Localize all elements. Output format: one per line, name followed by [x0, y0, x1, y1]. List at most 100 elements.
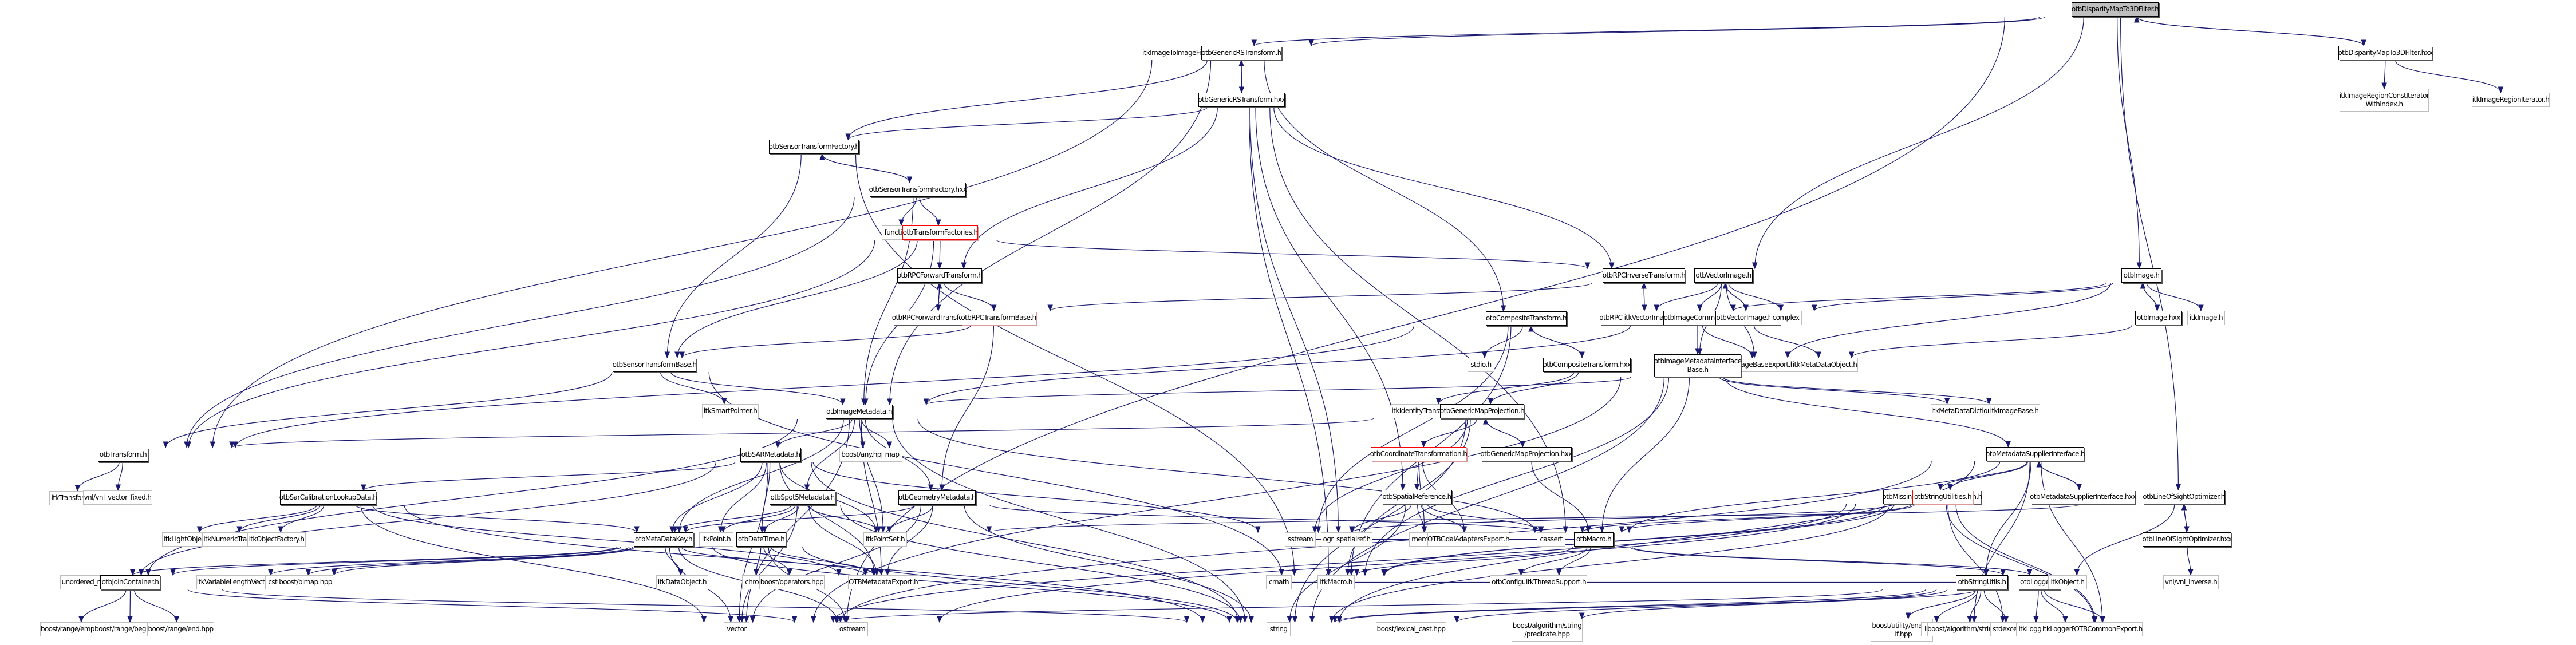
edge-arrowhead	[842, 616, 848, 623]
graph-node[interactable]: otbStringUtilities.h	[1912, 490, 1973, 504]
graph-edge	[2041, 461, 2103, 623]
graph-node[interactable]: otbLineOfSightOptimizer.h	[2143, 490, 2225, 504]
graph-node[interactable]: otbCoordinateTransformation.h	[1370, 447, 1468, 461]
edge-arrowhead	[1488, 398, 1493, 405]
graph-node: ostream	[837, 622, 868, 636]
graph-edge	[212, 60, 1153, 448]
graph-node[interactable]: otbSensorTransformFactory.hxx	[869, 183, 967, 197]
graph-node[interactable]: otbSensorTransformBase.h	[613, 358, 697, 372]
graph-node[interactable]: otbGenericRSTransform.h	[1201, 46, 1281, 60]
graph-node[interactable]: otbGeometryMetadata.h	[898, 490, 976, 505]
graph-edge	[1722, 377, 1990, 405]
graph-node[interactable]: otbRPCInverseTransform.h	[1603, 268, 1686, 283]
edge-arrowhead	[886, 526, 892, 533]
edge-arrowhead	[1454, 616, 1459, 623]
edge-arrowhead	[1354, 569, 1360, 576]
graph-edge	[165, 371, 613, 448]
edge-arrowhead	[875, 526, 882, 533]
edge-arrowhead	[1528, 325, 1534, 332]
graph-edge	[188, 239, 875, 448]
graph-node[interactable]: otbRPCForwardTransform.h	[897, 268, 983, 283]
graph-edge	[808, 504, 877, 576]
graph-edge	[674, 504, 792, 533]
graph-node[interactable]: otbDisparityMapTo3DFilter.h	[2072, 2, 2159, 17]
edge-arrowhead	[1532, 526, 1538, 533]
graph-edge	[77, 461, 120, 492]
graph-node[interactable]: otbImage.hxx	[2135, 311, 2182, 325]
graph-edge	[1581, 589, 1948, 619]
graph-node[interactable]: otbImageMetadata.h	[826, 405, 893, 419]
graph-node[interactable]: otbTransform.h	[98, 448, 148, 462]
graph-node[interactable]: otbVectorImage.hxx	[1715, 311, 1780, 325]
graph-edge	[1733, 282, 2106, 311]
graph-node[interactable]: otbDisparityMapTo3DFilter.hxx	[2338, 46, 2433, 60]
graph-edge	[1986, 461, 2031, 576]
edge-arrowhead	[2198, 304, 2204, 312]
graph-node: boost/bimap.hpp	[278, 575, 333, 589]
edge-arrowhead	[898, 219, 904, 227]
graph-node[interactable]: otbTransformFactories.h	[902, 225, 978, 240]
edge-arrowhead	[939, 484, 945, 492]
graph-node[interactable]: otbSARMetadata.h	[740, 448, 801, 462]
graph-edge	[307, 546, 633, 576]
graph-node[interactable]: otbSarCalibrationLookupData.h	[279, 490, 377, 505]
graph-node[interactable]: otbSpatialReference.h	[1382, 490, 1452, 504]
graph-node[interactable]: otbSpot5Metadata.h	[770, 490, 835, 505]
edge-arrowhead	[1292, 616, 1298, 623]
graph-edge	[270, 546, 630, 576]
edge-arrowhead	[936, 219, 941, 227]
graph-edge	[808, 504, 879, 533]
graph-node[interactable]: otbStringUtils.h	[1956, 575, 2008, 589]
graph-node[interactable]: otbGenericMapProjection.hxx	[1480, 447, 1572, 461]
edge-arrowhead	[1967, 616, 1973, 623]
graph-edge	[720, 461, 767, 533]
graph-node[interactable]: otbMetadataSupplierInterface.h	[1986, 447, 2085, 461]
graph-node[interactable]: otbGenericMapProjection.h	[1440, 404, 1525, 418]
graph-node[interactable]: otbLineOfSightOptimizer.hxx	[2142, 532, 2232, 547]
edge-arrowhead	[836, 569, 842, 576]
graph-node[interactable]: otbMetadataSupplierInterface.hxx	[2030, 490, 2137, 504]
graph-edge	[660, 371, 725, 405]
graph-node[interactable]: otbImageMetadataInterface Base.h	[1654, 354, 1742, 377]
graph-node[interactable]: otbSensorTransformFactory.h	[769, 140, 859, 154]
edge-arrowhead	[1986, 398, 1992, 405]
graph-node[interactable]: otbJoinContainer.h	[100, 575, 160, 589]
edge-arrowhead	[1905, 612, 1911, 620]
edge-arrowhead	[986, 526, 992, 533]
graph-edge	[944, 282, 995, 311]
graph-node: itkObject.h	[2048, 575, 2087, 589]
edge-arrowhead	[173, 616, 180, 623]
graph-node[interactable]: otbDateTime.h	[736, 532, 786, 547]
graph-node[interactable]: otbMacro.h	[1574, 532, 1614, 547]
edge-arrowhead	[1309, 616, 1315, 623]
edge-arrowhead	[840, 398, 846, 406]
edge-arrowhead	[749, 616, 756, 623]
graph-edge	[2136, 16, 2364, 46]
graph-edge	[2120, 16, 2179, 490]
graph-node: itkMacro.h	[1317, 575, 1355, 589]
graph-edge	[1950, 461, 2029, 490]
graph-node: itkObjectFactory.h	[247, 532, 306, 547]
graph-node[interactable]: otbRPCTransformBase.h	[961, 311, 1036, 325]
graph-edge	[1331, 504, 1890, 623]
edge-arrowhead	[278, 526, 283, 533]
graph-node[interactable]: otbCompositeTransform.h	[1486, 311, 1567, 326]
graph-edge	[81, 589, 127, 623]
graph-node[interactable]: otbMetaDataKey.h	[634, 532, 693, 547]
graph-edge	[889, 60, 1212, 405]
edge-arrowhead	[880, 526, 886, 533]
graph-edge	[672, 461, 763, 533]
graph-node[interactable]: otbImage.h	[2121, 268, 2161, 283]
graph-edge	[1851, 325, 2132, 358]
edge-arrowhead	[1336, 616, 1342, 623]
graph-node[interactable]: otbCompositeTransform.hxx	[1543, 358, 1631, 372]
edge-arrowhead	[2005, 441, 2011, 448]
graph-node[interactable]: otbGenericRSTransform.hxx	[1198, 93, 1285, 107]
graph-node: vnl/vnl_vector_fixed.h	[83, 490, 152, 505]
edge-arrowhead	[1348, 569, 1354, 576]
graph-node[interactable]: otbVectorImage.h	[1694, 268, 1753, 283]
edge-arrowhead	[937, 262, 942, 270]
edge-arrowhead	[170, 569, 176, 576]
edge-arrowhead	[1619, 526, 1624, 533]
